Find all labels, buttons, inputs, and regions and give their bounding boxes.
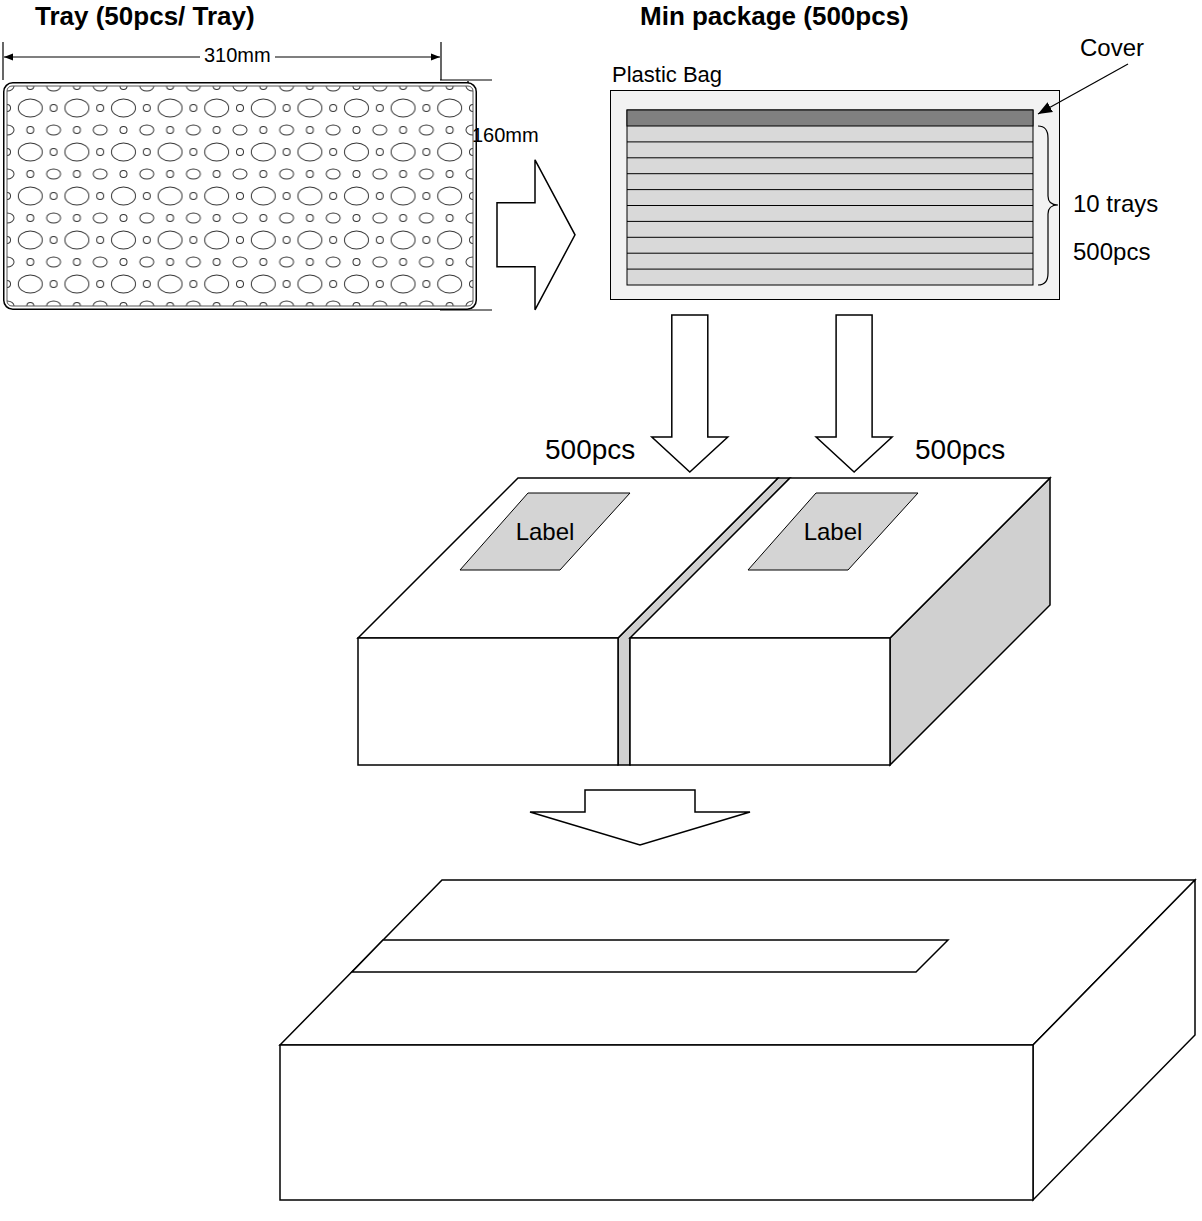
- block-arrow: [530, 790, 750, 845]
- bag-shape: [610, 90, 1060, 300]
- dimension-text: 160mm: [472, 124, 539, 147]
- bag-name: Plastic Bag: [612, 62, 722, 87]
- tray-heading: Tray (50pcs/ Tray): [35, 2, 255, 32]
- label-text: Label: [804, 518, 863, 546]
- width-dimension: [3, 42, 441, 80]
- label-text: Label: [516, 518, 575, 546]
- shipping-box: [280, 880, 1195, 1200]
- brace: [1038, 126, 1058, 285]
- packing-tape: [352, 940, 948, 972]
- tray-shape: [3, 82, 477, 310]
- block-arrow: [816, 315, 892, 472]
- count-text: 10 trays: [1073, 190, 1158, 218]
- dimension-text: 310mm: [200, 44, 275, 67]
- quantity-text: 500pcs: [915, 434, 1005, 466]
- callout-text: Cover: [1080, 34, 1144, 62]
- leader-line: [1038, 64, 1128, 114]
- carton-box: 500pcs Label: [630, 478, 1052, 765]
- tray-outline: Tray (50pcs/ Tray): [3, 82, 477, 310]
- plastic-bag: Min package (500pcs)Plastic Bag: [610, 90, 1060, 300]
- package-heading: Min package (500pcs): [640, 2, 909, 32]
- carton-label: Label: [460, 493, 630, 570]
- carton-label: Label: [748, 493, 918, 570]
- block-arrow: [497, 160, 575, 310]
- count-text: 500pcs: [1073, 238, 1150, 266]
- block-arrow: [652, 315, 728, 472]
- quantity-text: 500pcs: [545, 434, 635, 466]
